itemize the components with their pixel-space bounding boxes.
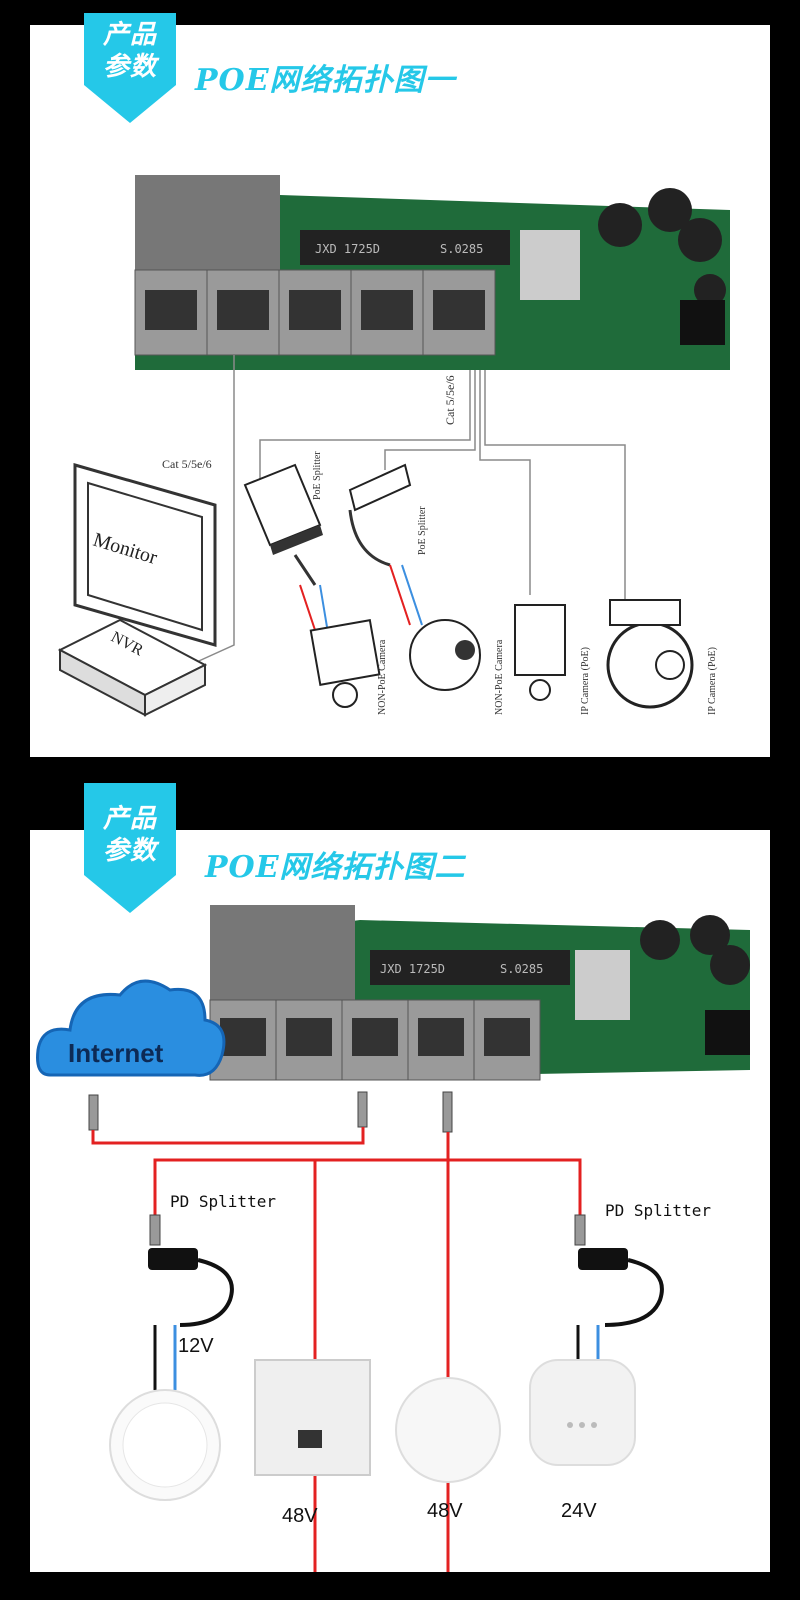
poe-switch-board: JXD 1725D S.0285 [134,175,730,370]
heatsink-shield [210,905,355,1000]
chip-2-text: S.0285 [500,962,543,976]
capacitor-4 [694,274,726,306]
camera-label-3: IP Camera (PoE) [580,647,591,715]
monitor: Monitor [73,463,217,647]
chip-2-text: S.0285 [440,242,483,256]
nvr: NVR [57,618,208,717]
capacitor-3 [678,218,722,262]
poe-splitter-2-label: PoE Splitter [417,506,428,555]
diagram-1-title: POE网络拓扑图一 [195,63,456,98]
badge-1-line1: 产品 [102,20,157,50]
capacitor-1 [640,920,680,960]
badge-2-line1: 产品 [102,804,157,834]
pd-splitter-left [148,1248,234,1390]
badge-1-text: 产品 参数 [84,19,176,83]
camera-label-2: NON-PoE Camera [494,639,505,715]
dc-jack [680,300,725,345]
dc-jack [705,1010,750,1055]
camera-label-1: NON-PoE Camera [377,639,388,715]
internet-label: Internet [68,1038,164,1068]
heatsink [575,950,630,1020]
cable-label-left: Cat 5/5e/6 [162,457,212,471]
ceiling-access-point-2 [395,1377,501,1483]
topology-panel-1: 产品 参数 POE网络拓扑图一 JXD 1725D S.0285 [30,13,770,757]
ip-camera-poe [606,599,694,709]
chip-1-text: JXD 1725D [380,962,445,976]
badge-1: 产品 参数 [84,13,176,123]
internet-cloud: Internet [36,979,226,1077]
ceiling-access-point-1 [109,1389,221,1501]
badge-2-line2: 参数 [102,836,157,866]
chip-1 [370,950,490,985]
diagram-2-title: POE网络拓扑图二 [205,850,466,885]
topology-panel-2: 产品 参数 POE网络拓扑图二 JXD 1725D S.0285 [30,783,770,1572]
badge-1-line2: 参数 [102,52,157,82]
voltage-12v: 12V [178,1335,214,1357]
non-poe-camera-1 [309,619,381,708]
capacitor-1 [598,203,642,247]
badge-shape [84,783,176,913]
cat-cables [189,355,626,666]
desktop-access-point [529,1359,636,1466]
poe-splitter-2 [348,463,423,626]
chip-2 [430,230,510,265]
voltage-label-2: 48V [427,1500,463,1522]
heatsink [520,230,580,300]
capacitor-3 [710,945,750,985]
non-poe-camera-dome [409,619,481,691]
pd-splitter-right-label: PD Splitter [605,1201,711,1220]
poe-splitter-1-label: PoE Splitter [312,451,323,500]
badge-2-text: 产品 参数 [84,803,176,867]
diagram-1: JXD 1725D S.0285 [57,175,730,717]
voltage-label-1: 48V [282,1505,318,1527]
capacitor-2 [690,915,730,955]
rj45-ports [134,269,496,356]
voltage-label-3: 24V [561,1500,597,1522]
capacitor-2 [648,188,692,232]
diagram-2: JXD 1725D S.0285 In [36,905,750,1572]
wall-panel-access-point [254,1359,371,1476]
cable-label-right: Cat 5/5e/6 [443,375,457,425]
heatsink-shield [135,175,280,270]
badge-2: 产品 参数 [84,783,176,913]
non-poe-camera-2 [514,604,566,701]
chip-1-text: JXD 1725D [315,242,380,256]
poe-switch-board: JXD 1725D S.0285 [209,905,750,1081]
chip-1 [300,230,430,265]
chip-2 [490,950,570,985]
badge-shape [84,13,176,123]
rj45-ports [209,999,541,1081]
camera-label-4: IP Camera (PoE) [707,647,718,715]
pd-splitter-left-label: PD Splitter [170,1192,276,1211]
